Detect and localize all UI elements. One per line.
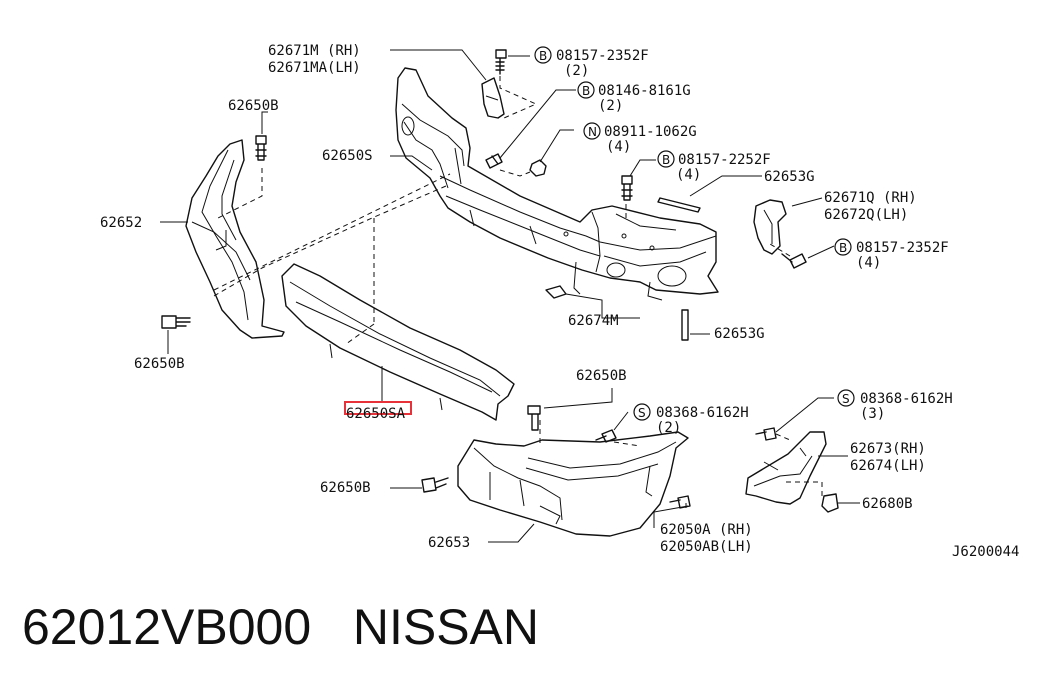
label-62674m: 62674M (568, 313, 619, 329)
reinforcement-62650sa (281, 263, 515, 421)
label-62650b-mid: 62650B (576, 368, 627, 384)
b-symbol: B (839, 241, 847, 255)
b-symbol-icon (534, 46, 552, 64)
label-08157-2352f-top: 08157-2352F (556, 48, 649, 64)
qty-08157-2352f-top: (2) (564, 63, 589, 79)
label-62050a: 62050A (RH) (660, 522, 753, 538)
n-symbol: N (588, 125, 597, 139)
label-62653: 62653 (428, 535, 470, 551)
label-08911-1062g: 08911-1062G (604, 124, 697, 140)
b-symbol-icon (577, 81, 595, 99)
s-symbol-icon (633, 403, 651, 421)
bracket-62674m (545, 285, 567, 299)
label-62673: 62673(RH) (850, 441, 926, 457)
qty-08368-6162h-mid: (2) (656, 420, 681, 436)
label-62671m: 62671M (RH) (268, 43, 361, 59)
front-bumper-62653 (457, 431, 689, 537)
part-caption: 62012VB000 NISSAN (22, 598, 539, 656)
s-symbol: S (842, 392, 850, 406)
label-62050ab: 62050AB(LH) (660, 539, 753, 555)
bracket-62671m (481, 77, 505, 119)
label-08368-6162h-right: 08368-6162H (860, 391, 953, 407)
b-symbol-icon (657, 150, 675, 168)
label-08146-8161g: 08146-8161G (598, 83, 691, 99)
s-symbol-icon (837, 389, 855, 407)
clip-62680b (821, 493, 839, 513)
part-number: 62012VB000 (22, 599, 312, 655)
label-62653g-bottom: 62653G (714, 326, 765, 342)
fastener-bolts (161, 49, 807, 509)
b-symbol-icon (834, 238, 852, 256)
radiator-core-support (395, 67, 719, 301)
label-62650sa: 62650SA (346, 406, 406, 422)
highlight-box (344, 401, 412, 415)
b-symbol: B (662, 153, 670, 167)
label-62680b: 62680B (862, 496, 913, 512)
label-62674: 62674(LH) (850, 458, 926, 474)
bracket-62671q (753, 199, 787, 255)
brand-name: NISSAN (352, 599, 540, 655)
label-62652: 62652 (100, 215, 142, 231)
callout-labels: 62671M (RH) 62671MA(LH) 62650B B 08157-2… (100, 43, 1019, 560)
b-symbol: B (582, 84, 590, 98)
n-symbol-icon (583, 122, 601, 140)
qty-08911-1062g: (4) (606, 139, 631, 155)
label-62671ma: 62671MA(LH) (268, 60, 361, 76)
plate-62653g (657, 197, 701, 341)
label-62650b-bottom: 62650B (320, 480, 371, 496)
label-08368-6162h-mid: 08368-6162H (656, 405, 749, 421)
b-symbol: B (539, 49, 547, 63)
label-62672q: 62672Q(LH) (824, 207, 908, 223)
s-symbol: S (638, 406, 646, 420)
label-62650b-left: 62650B (134, 356, 185, 372)
label-62671q: 62671Q (RH) (824, 190, 917, 206)
qty-08157-2252f: (4) (676, 167, 701, 183)
side-bumper-62652 (185, 139, 285, 339)
diagram-code: J6200044 (952, 544, 1019, 560)
qty-08157-2352f-right: (4) (856, 255, 881, 271)
qty-08146-8161g: (2) (598, 98, 623, 114)
label-62650b-top: 62650B (228, 98, 279, 114)
qty-08368-6162h-right: (3) (860, 406, 885, 422)
label-08157-2352f-right: 08157-2352F (856, 240, 949, 256)
label-62650s: 62650S (322, 148, 373, 164)
leader-lines (160, 49, 860, 543)
side-bracket-62673 (745, 431, 827, 505)
alignment-lines (213, 76, 823, 508)
label-62653g-top: 62653G (764, 169, 815, 185)
label-08157-2252f: 08157-2252F (678, 152, 771, 168)
